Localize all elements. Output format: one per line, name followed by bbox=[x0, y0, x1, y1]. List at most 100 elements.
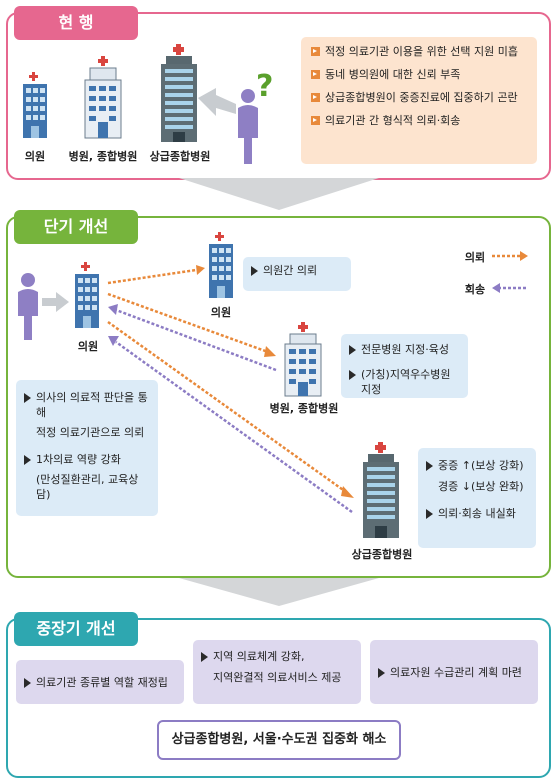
return-arrowhead bbox=[108, 336, 119, 346]
mid-long-item: 의료기관 종류별 역할 재정립 bbox=[16, 660, 184, 704]
note-text: 경증 ↓(보상 완화) bbox=[438, 480, 524, 493]
target-tertiary-label: 상급종합병원 bbox=[351, 548, 413, 561]
legend-return-label: 회송 bbox=[464, 283, 486, 296]
origin-clinic-label: 의원 bbox=[77, 340, 99, 353]
arrow-right-icon bbox=[42, 292, 69, 312]
note-text: 의원간 의뢰 bbox=[263, 264, 318, 277]
bullet-icon bbox=[349, 345, 356, 355]
clinic-icon bbox=[23, 72, 47, 138]
note-item: 전문병원 지정·육성 bbox=[349, 342, 460, 357]
bullet-icon bbox=[311, 47, 320, 56]
chevron-down-icon bbox=[179, 178, 379, 210]
bullet-icon bbox=[311, 93, 320, 102]
target-clinic-label: 의원 bbox=[210, 306, 232, 319]
target-hospital-notes: 전문병원 지정·육성 (가칭)지역우수병원 지정 bbox=[341, 334, 468, 398]
issue-text: 의료기관 간 형식적 의뢰·회송 bbox=[325, 114, 461, 127]
note-item: 중증 ↑(보상 강화) bbox=[426, 458, 528, 473]
bullet-icon bbox=[311, 70, 320, 79]
current-title: 현 행 bbox=[14, 6, 138, 40]
bullet-icon bbox=[426, 461, 433, 471]
refer-arrowhead bbox=[196, 265, 205, 275]
note-item: 의원간 의뢰 bbox=[251, 263, 343, 278]
bullet-icon bbox=[378, 667, 385, 678]
origin-clinic-icon bbox=[75, 262, 99, 328]
issue-text: 상급종합병원이 중증진료에 집중하기 곤란 bbox=[325, 91, 518, 104]
note-line: 1차의료 역량 강화 bbox=[36, 453, 121, 466]
note-item: 경증 ↓(보상 완화) bbox=[426, 479, 528, 494]
note-line: 의사의 의료적 판단을 통해 bbox=[36, 391, 148, 419]
issue-item: 상급종합병원이 중증진료에 집중하기 곤란 bbox=[311, 90, 527, 105]
tertiary-hospital-icon bbox=[161, 44, 197, 142]
current-issues-box: 적정 의료기관 이용을 위한 선택 지원 미흡 동네 병의원에 대한 신뢰 부족… bbox=[301, 37, 537, 164]
target-tertiary-notes: 중증 ↑(보상 강화) 경증 ↓(보상 완화) 의뢰·회송 내실화 bbox=[418, 448, 536, 548]
svg-text:?: ? bbox=[256, 69, 273, 104]
note-text: 지역 의료체계 강화, 지역완결적 의료서비스 제공 bbox=[213, 649, 341, 685]
mid-long-goal: 상급종합병원, 서울·수도권 집중화 해소 bbox=[157, 720, 401, 760]
refer-arrowhead bbox=[264, 346, 276, 357]
bullet-icon bbox=[426, 509, 433, 519]
bullet-icon bbox=[24, 677, 31, 688]
issue-item: 동네 병의원에 대한 신뢰 부족 bbox=[311, 67, 527, 82]
issue-text: 동네 병의원에 대한 신뢰 부족 bbox=[325, 68, 461, 81]
note-line: 지역 의료체계 강화, bbox=[213, 650, 305, 663]
note-item: 의료자원 수급관리 계획 마련 bbox=[378, 665, 522, 680]
note-item: 1차의료 역량 강화 (만성질환관리, 교육상담) bbox=[24, 452, 150, 502]
note-item: 의뢰·회송 내실화 bbox=[426, 506, 528, 521]
mid-long-title: 중장기 개선 bbox=[14, 612, 138, 646]
issue-text: 적정 의료기관 이용을 위한 선택 지원 미흡 bbox=[325, 45, 519, 58]
note-item: 의료기관 종류별 역할 재정립 bbox=[24, 675, 168, 690]
note-text: 중증 ↑(보상 강화) bbox=[438, 459, 524, 472]
note-line: 적정 의료기관으로 의뢰 bbox=[36, 426, 145, 439]
legend-return-arrow bbox=[492, 283, 528, 293]
bullet-icon bbox=[24, 455, 31, 465]
target-tertiary-icon bbox=[363, 442, 399, 538]
return-arrowhead bbox=[108, 304, 118, 315]
target-hospital-label: 병원, 종합병원 bbox=[269, 402, 339, 415]
target-clinic-notes: 의원간 의뢰 bbox=[243, 257, 351, 291]
target-clinic-icon bbox=[209, 232, 233, 298]
issue-item: 의료기관 간 형식적 의뢰·회송 bbox=[311, 113, 527, 128]
note-text: 의뢰·회송 내실화 bbox=[438, 507, 516, 520]
note-text: (가칭)지역우수병원 지정 bbox=[361, 368, 451, 396]
target-hospital-icon bbox=[284, 322, 322, 397]
note-line: 지역완결적 의료서비스 제공 bbox=[213, 671, 342, 684]
arrow-left-icon bbox=[198, 88, 236, 116]
issue-item: 적정 의료기관 이용을 위한 선택 지원 미흡 bbox=[311, 44, 527, 59]
bullet-icon bbox=[311, 116, 320, 125]
current-icon-label-clinic: 의원 bbox=[24, 150, 46, 163]
return-arrow-hospital bbox=[115, 308, 277, 372]
patient-question-icon: ? bbox=[238, 69, 273, 164]
refer-arrow-tertiary bbox=[107, 320, 347, 494]
refer-arrow-hospital bbox=[107, 292, 269, 354]
legend-refer-arrow bbox=[492, 251, 528, 261]
short-term-panel bbox=[6, 216, 551, 578]
bullet-icon bbox=[251, 266, 258, 276]
note-line: (만성질환관리, 교육상담) bbox=[36, 473, 139, 501]
mid-long-item: 의료자원 수급관리 계획 마련 bbox=[370, 640, 538, 704]
bullet-icon bbox=[24, 393, 31, 403]
note-text: 1차의료 역량 강화 (만성질환관리, 교육상담) bbox=[36, 452, 150, 502]
refer-arrowhead bbox=[341, 486, 354, 498]
note-text: 의료자원 수급관리 계획 마련 bbox=[390, 665, 522, 679]
mid-long-item: 지역 의료체계 강화, 지역완결적 의료서비스 제공 bbox=[193, 640, 361, 704]
patient-icon bbox=[18, 273, 38, 340]
bullet-icon bbox=[201, 652, 208, 662]
refer-arrow-clinic bbox=[107, 268, 197, 285]
note-text: 전문병원 지정·육성 bbox=[361, 343, 449, 356]
note-item: 지역 의료체계 강화, 지역완결적 의료서비스 제공 bbox=[201, 649, 353, 685]
mid-long-panel bbox=[6, 618, 551, 778]
note-text: 의료기관 종류별 역할 재정립 bbox=[36, 675, 168, 689]
current-icon-label-tertiary: 상급종합병원 bbox=[149, 150, 211, 163]
legend-refer-label: 의뢰 bbox=[464, 251, 486, 264]
note-item: (가칭)지역우수병원 지정 bbox=[349, 367, 460, 397]
current-icon-label-hospital: 병원, 종합병원 bbox=[68, 150, 138, 163]
chevron-down-icon bbox=[179, 578, 379, 606]
short-term-title: 단기 개선 bbox=[14, 210, 138, 244]
bullet-icon bbox=[349, 370, 356, 380]
hospital-icon bbox=[84, 56, 122, 139]
return-arrow-tertiary bbox=[115, 340, 353, 514]
